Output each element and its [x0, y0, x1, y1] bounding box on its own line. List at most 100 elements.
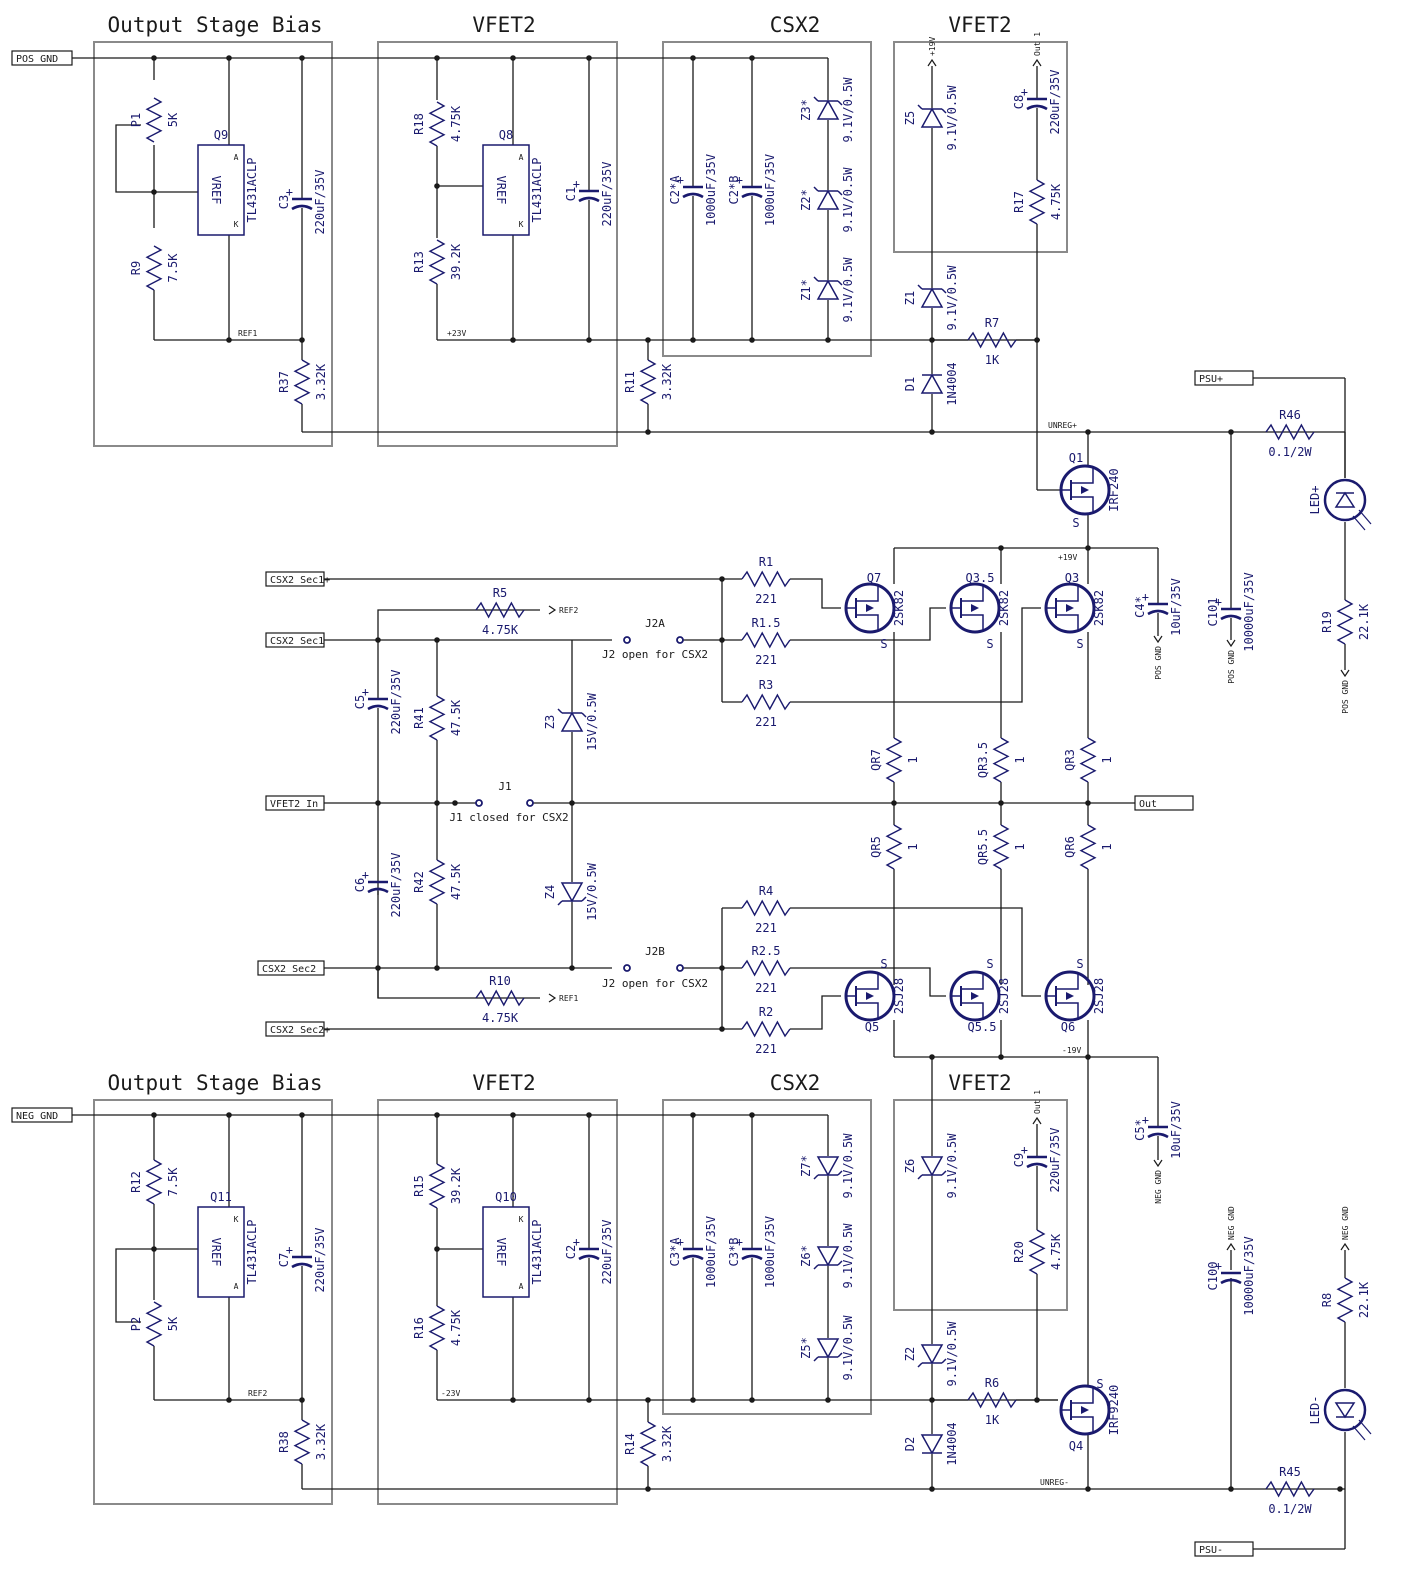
zener-z6s: Z6*9.1V/0.5W	[799, 1223, 855, 1289]
part-value: 0.1/2W	[1268, 445, 1312, 459]
junction-dot	[825, 1397, 831, 1403]
diode-body	[560, 882, 584, 903]
resistor-body	[1336, 1277, 1354, 1323]
part-value: 1	[906, 756, 920, 763]
net-arrow: REF2	[548, 605, 578, 615]
section-frame	[893, 41, 1068, 253]
part-ref: Q1	[1069, 451, 1083, 465]
source-pin-label: S	[1072, 516, 1079, 530]
zener-bend	[941, 108, 947, 114]
part-value: 3.32K	[314, 1423, 328, 1460]
light-ray	[1358, 1419, 1372, 1435]
part-value: 1	[1100, 843, 1114, 850]
part-ref: C3*A	[668, 1237, 682, 1267]
part-ref: Q3.5	[966, 571, 995, 585]
part-ref: Z4	[543, 885, 557, 899]
ic-pin-label: K	[234, 220, 239, 229]
zener-bend	[813, 186, 819, 192]
plus-sign: +	[1142, 1113, 1149, 1127]
resistor-body	[639, 1421, 657, 1467]
zener-bend	[941, 1358, 947, 1364]
part-ref: QR7	[869, 749, 883, 771]
junction-dot	[998, 800, 1004, 806]
net-label: +19V	[1058, 553, 1077, 562]
light-ray	[1358, 509, 1372, 525]
ic-vref-label: VREF	[494, 1238, 508, 1267]
part-ref: R1.5	[752, 616, 781, 630]
net-label: UNREG+	[1048, 421, 1077, 430]
ic-pin-label: A	[519, 1282, 524, 1291]
part-value: 4.75K	[449, 1309, 463, 1346]
part-value: 1000uF/35V	[704, 1216, 718, 1288]
part-value: 221	[755, 921, 777, 935]
section-frame	[377, 41, 618, 447]
source-lead	[1071, 1416, 1094, 1434]
resistor-body	[428, 859, 446, 905]
net-label: REF2	[559, 606, 578, 615]
plus-sign: +	[1215, 595, 1222, 609]
part-ref: C100	[1206, 1262, 1220, 1291]
ic-vref-label: VREF	[209, 1238, 223, 1267]
part-ref: Q11	[210, 1190, 232, 1204]
part-value: 221	[755, 981, 777, 995]
port-box	[11, 50, 73, 66]
zener-bend	[837, 1260, 843, 1266]
junction-dot	[226, 337, 232, 343]
junction-dot	[1337, 1486, 1343, 1492]
diode-body	[816, 1338, 840, 1359]
drain-lead	[1056, 972, 1079, 990]
resistor-body	[992, 737, 1010, 783]
port-label: NEG GND	[16, 1111, 58, 1122]
source-lead	[1071, 496, 1094, 514]
part-ref: C8	[1012, 95, 1026, 109]
arrow-head	[548, 993, 557, 1003]
source-lead	[1056, 1002, 1079, 1020]
zener-bend	[917, 104, 923, 110]
port-box	[257, 960, 325, 976]
diode-body	[816, 1156, 840, 1177]
part-value: 4.75K	[482, 623, 519, 637]
source-pin-label: S	[986, 637, 993, 651]
part-value: 220uF/35V	[313, 1227, 327, 1292]
port-box	[265, 795, 325, 811]
cap-plate	[1026, 1162, 1048, 1169]
part-value: 2SJ28	[1092, 978, 1106, 1014]
part-ref: R8	[1320, 1293, 1334, 1307]
port-pos-gnd: POS GND	[11, 50, 73, 66]
part-ref: C1	[564, 187, 578, 201]
section-title: VFET2	[948, 1071, 1011, 1095]
resistor-body	[145, 245, 163, 291]
part-value: 10000uF/35V	[1242, 1236, 1256, 1315]
wire	[790, 607, 1041, 703]
zener-bend	[837, 100, 843, 106]
port-psu-neg: PSU-	[1194, 1541, 1254, 1557]
net-label: -19V	[1062, 1046, 1081, 1055]
port-csx2-sec1-plus: CSX2 Sec1+	[265, 571, 330, 587]
resistor-body	[428, 695, 446, 741]
part-ref: QR3.5	[976, 742, 990, 778]
part-value: 15V/0.5W	[585, 692, 599, 751]
arrow-head	[1226, 1242, 1236, 1251]
part-value: 10uF/35V	[1169, 578, 1183, 636]
part-ref: R17	[1012, 191, 1026, 213]
part-value: 1K	[985, 1413, 1000, 1427]
arrow-head	[1153, 635, 1163, 644]
part-ref: C5	[353, 695, 367, 709]
zener-bend	[581, 712, 587, 718]
junction-dot	[929, 429, 935, 435]
source-lead	[961, 614, 984, 632]
junction-dot	[1085, 800, 1091, 806]
